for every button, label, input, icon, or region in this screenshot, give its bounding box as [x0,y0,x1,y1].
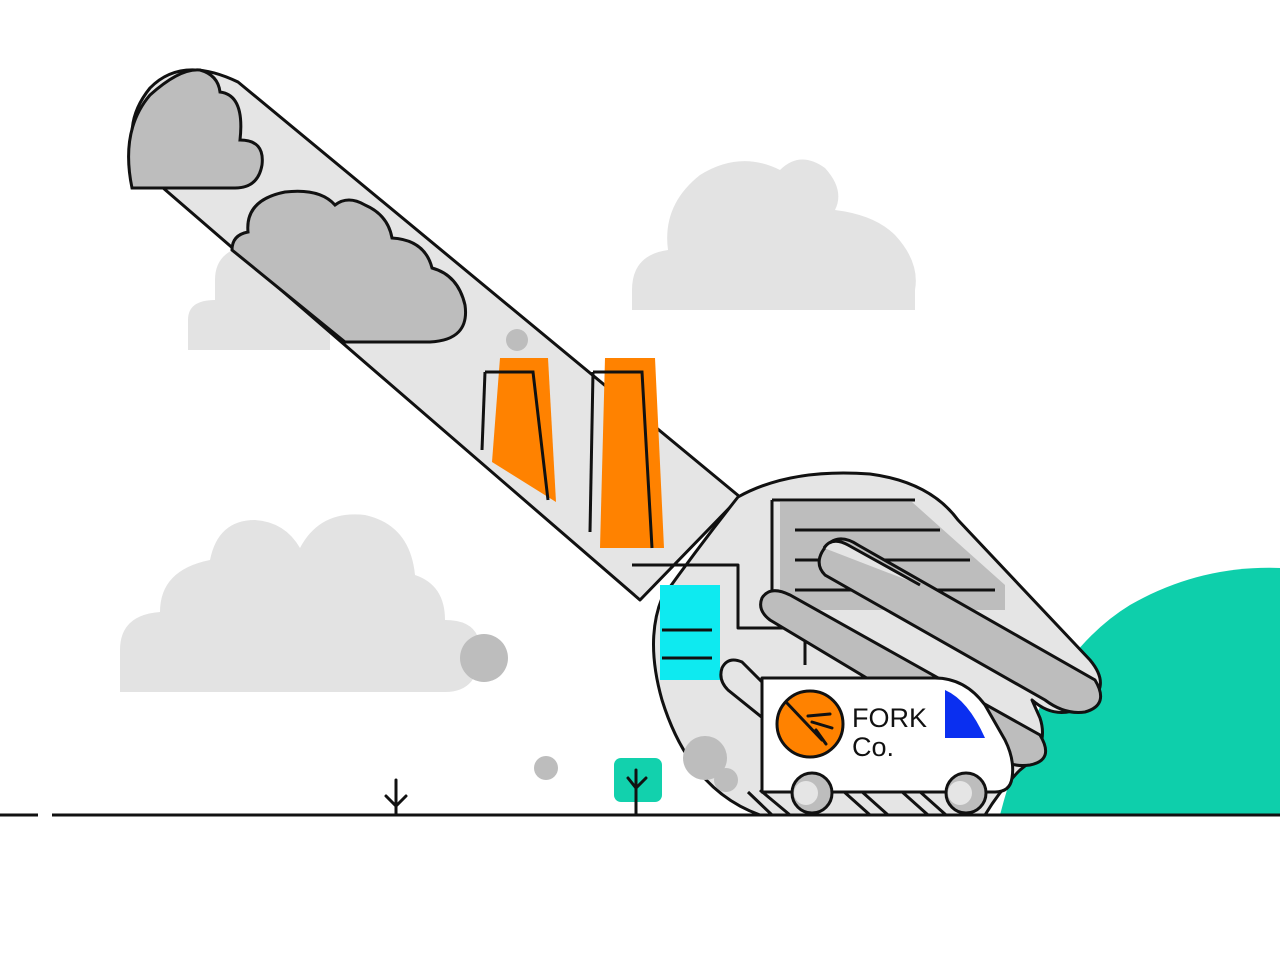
fork-tine [822,539,921,587]
chimney-left-front [480,371,487,451]
green-hill [1000,567,1280,815]
van-logo [777,691,843,757]
van-icon: FORK Co. [760,676,1015,815]
sapling [384,778,408,817]
cloud-icon [632,159,916,310]
chimney-right-shadow [600,358,664,548]
chimney-left-shadow [492,358,556,502]
chimney-right-front [588,371,595,533]
cloud-icon [127,68,264,190]
fork-clouds [127,68,528,351]
van-brand-line-2: Co. [852,732,894,762]
smoke-puff [506,329,528,351]
van-brand-line-1: FORK [852,703,927,733]
cloud-icon [120,514,480,692]
van-logo-ring [775,689,845,759]
road-stripes [746,788,947,817]
cloud-icon [230,189,468,344]
van-wheel-front [944,771,988,815]
chimney-right-outline [593,370,654,549]
factory-window [660,585,720,680]
tree-icon [614,758,662,817]
chimney-left-outline [485,370,550,501]
fork-icon [784,700,834,746]
fork-tine [817,537,1103,714]
van-window [945,690,985,738]
factory-icon [480,358,664,549]
van-wheel-rear [790,771,834,815]
exhaust-smoke [460,634,738,792]
